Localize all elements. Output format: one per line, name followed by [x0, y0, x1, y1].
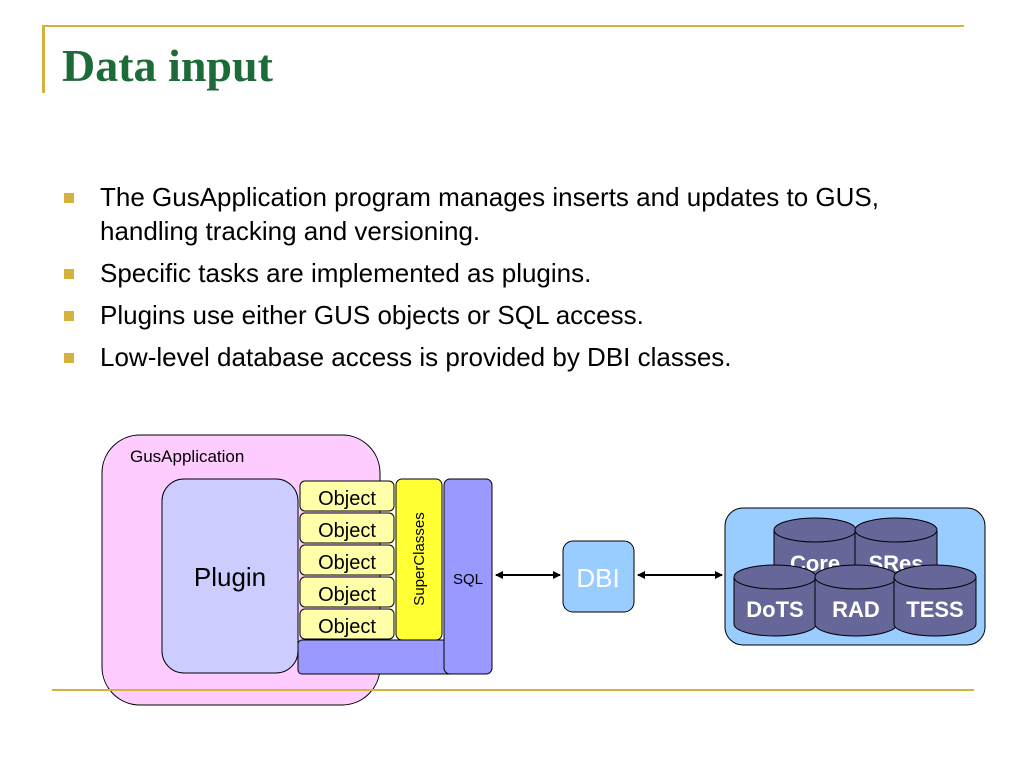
square-bullet-icon [64, 311, 74, 321]
object-label: Object [318, 488, 376, 510]
object-box: Object [299, 576, 395, 608]
bullet-list: The GusApplication program manages inser… [62, 180, 962, 382]
bullet-text: The GusApplication program manages inser… [100, 182, 879, 246]
database-label: DoTS [746, 597, 803, 622]
title-frame-horizontal [42, 25, 964, 27]
sql-column [443, 478, 493, 675]
dbi-box [562, 540, 635, 613]
square-bullet-icon [64, 193, 74, 203]
database-label: RAD [832, 597, 880, 622]
object-box: Object [299, 544, 395, 576]
bullet-text: Low-level database access is provided by… [100, 342, 732, 372]
superclasses-label: SuperClasses [411, 512, 428, 605]
object-box: Object [299, 512, 395, 544]
database-cylinder-rad: RAD [814, 564, 898, 637]
bullet-item: Low-level database access is provided by… [62, 340, 962, 374]
plugin-label: Plugin [194, 562, 266, 592]
object-box: Object [299, 608, 395, 640]
title-frame-vertical [42, 25, 45, 93]
sql-label: SQL [453, 571, 483, 588]
object-label: Object [318, 520, 376, 542]
bullet-text: Specific tasks are implemented as plugin… [100, 258, 592, 288]
object-label: Object [318, 552, 376, 574]
object-label: Object [318, 584, 376, 606]
bullet-text: Plugins use either GUS objects or SQL ac… [100, 300, 644, 330]
bullet-item: The GusApplication program manages inser… [62, 180, 962, 248]
footer-divider [52, 689, 974, 691]
object-box: Object [299, 480, 395, 512]
superclasses-column [395, 478, 443, 641]
database-cylinder-dots: DoTS [733, 564, 817, 637]
object-layer-base [297, 639, 455, 675]
square-bullet-icon [64, 269, 74, 279]
dbi-label: DBI [576, 563, 619, 593]
object-label: Object [318, 616, 376, 638]
slide-title: Data input [62, 40, 273, 91]
database-cylinder-tess: TESS [893, 564, 977, 637]
bullet-item: Specific tasks are implemented as plugin… [62, 256, 962, 290]
bullet-item: Plugins use either GUS objects or SQL ac… [62, 298, 962, 332]
gusapplication-label: GusApplication [130, 447, 244, 466]
database-label: TESS [906, 597, 963, 622]
plugin-box [161, 478, 299, 674]
square-bullet-icon [64, 353, 74, 363]
